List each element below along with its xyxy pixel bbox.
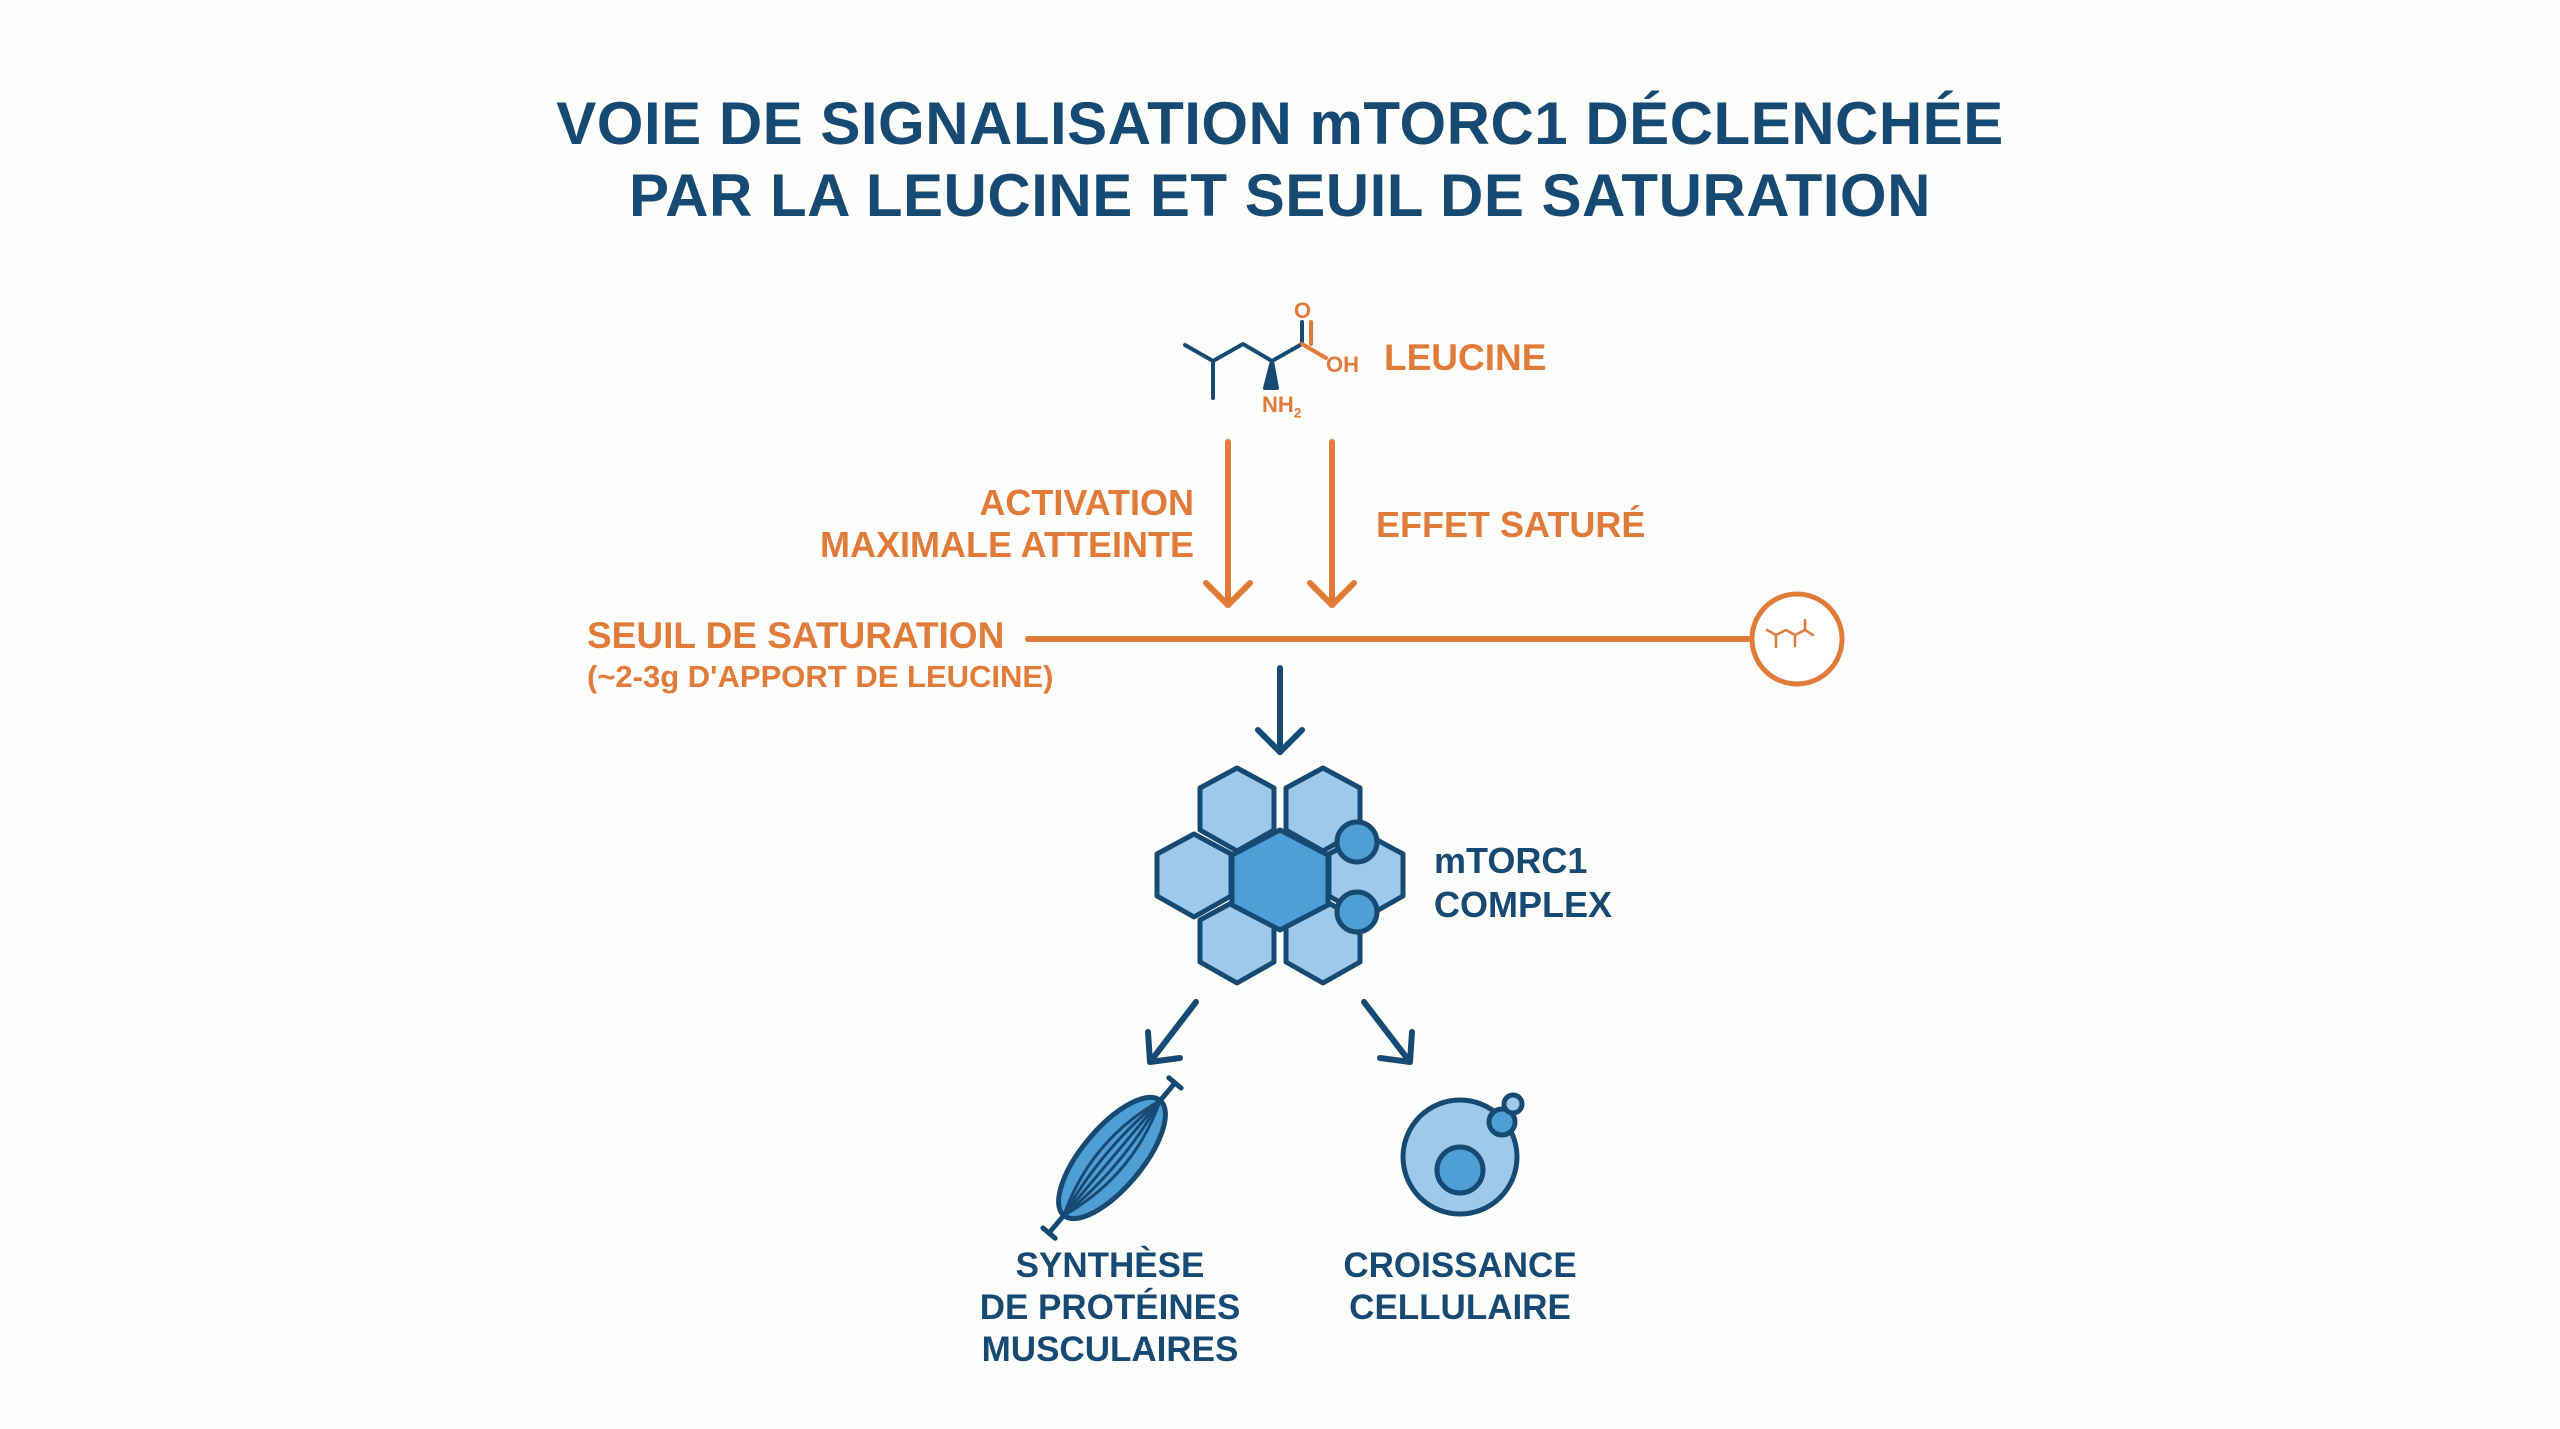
title-line-2: PAR LA LEUCINE ET SEUIL DE SATURATION [629, 162, 1931, 229]
cell-line-2: CELLULAIRE [1349, 1288, 1571, 1327]
leucine-nh-text: NH [1262, 392, 1294, 417]
activation-arrow-icon [1203, 439, 1253, 608]
activation-line-1: ACTIVATION [979, 482, 1194, 523]
leucine-molecule-icon [1183, 320, 1328, 400]
to-cell-arrow-icon [1361, 999, 1415, 1065]
effet-sature-arrow-icon [1307, 439, 1357, 608]
to-mtorc1-arrow-icon [1255, 665, 1305, 755]
muscle-line-3: MUSCULAIRES [981, 1330, 1239, 1369]
leucine-nh2-subscript: 2 [1293, 404, 1302, 421]
leucine-oh-label: OH [1326, 352, 1359, 377]
activation-line-2: MAXIMALE ATTEINTE [820, 524, 1194, 565]
saturated-leucine-circle-icon [1749, 591, 1845, 687]
muscle-synthesis-label: SYNTHÈSE DE PROTÉINES MUSCULAIRES [940, 1245, 1280, 1371]
mtorc1-line-2: COMPLEX [1434, 884, 1613, 925]
activation-label: ACTIVATION MAXIMALE ATTEINTE [780, 482, 1194, 566]
to-muscle-arrow-icon [1145, 999, 1199, 1065]
leucine-o-label: O [1294, 298, 1312, 323]
leucine-label: LEUCINE [1384, 337, 1547, 378]
cell-growth-icon [1400, 1092, 1525, 1217]
threshold-label: SEUIL DE SATURATION [587, 615, 1005, 656]
muscle-fiber-icon [1040, 1075, 1184, 1241]
cell-growth-label: CROISSANCE CELLULAIRE [1300, 1245, 1620, 1329]
threshold-sublabel: (~2-3g D'APPORT DE LEUCINE) [587, 659, 1054, 694]
page-title: VOIE DE SIGNALISATION mTORC1 DÉCLENCHÉE … [0, 88, 2560, 232]
title-line-1: VOIE DE SIGNALISATION mTORC1 DÉCLENCHÉE [556, 90, 2004, 157]
cell-line-1: CROISSANCE [1343, 1246, 1577, 1285]
muscle-line-2: DE PROTÉINES [979, 1288, 1241, 1327]
muscle-line-1: SYNTHÈSE [1015, 1246, 1205, 1285]
leucine-nh2-label: NH2 [1262, 392, 1302, 420]
mtorc1-line-1: mTORC1 [1434, 840, 1588, 881]
mtorc1-label: mTORC1 COMPLEX [1434, 839, 1612, 927]
mtorc1-complex-icon [1154, 765, 1406, 986]
effet-sature-label: EFFET SATURÉ [1376, 504, 1646, 545]
